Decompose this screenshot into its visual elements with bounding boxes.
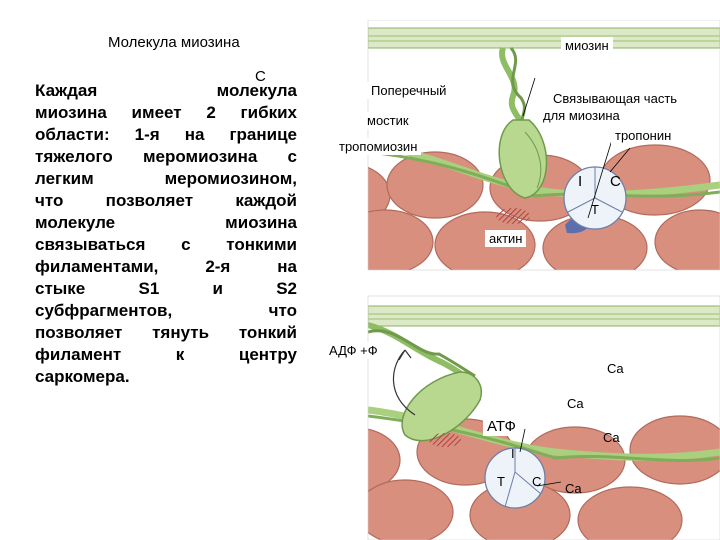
label-cross-bridge-2: мостик [363,112,413,129]
stray-letter: С [255,68,266,85]
myosin-filament [368,305,720,327]
actin-bead [629,415,720,485]
label-ca: Ca [565,481,582,496]
slide-title: Молекула миозина [108,34,240,51]
actin-bead [368,209,434,270]
paragraph-line: стыке S1 и S2 [35,279,297,298]
arrow-head [398,349,412,361]
top-panel [368,27,720,270]
myosin-binding-site [429,433,461,447]
label-ca: Ca [603,430,620,445]
label-binding-part: Связывающая часть [549,90,682,107]
troponin-divider [567,197,596,213]
paragraph-line: тяжелого меромиозина с [35,147,297,166]
label-troponin-i: I [511,446,515,461]
myosin-filament [368,27,720,49]
myosin-neck [368,329,476,378]
paragraph-line: легким меромиозином, [35,169,297,188]
paragraph-line: что позволяет каждой [35,191,297,210]
paragraph-line: филамент к центру [35,345,297,364]
leader-line [609,147,631,173]
label-ca: Ca [567,396,584,411]
label-troponin-c: C [532,474,542,489]
leader-line [536,481,562,487]
myosin-head-line [524,131,542,189]
tropomyosin-strand [368,150,720,198]
actin-bead [368,479,454,540]
myosin-head [498,119,548,199]
troponin-divider [514,471,542,495]
bottom-panel-frame [367,295,720,540]
paragraph-line: области: 1-я на границе [35,125,297,144]
label-actin: актин [485,230,527,247]
label-atp: АТФ [483,417,520,436]
label-troponin-t: T [497,474,505,489]
label-troponin-i: I [578,173,583,190]
leader-line [522,77,536,117]
bottom-panel [368,305,720,540]
troponin-divider [594,197,623,213]
paragraph-line: Каждая молекула [35,81,297,100]
label-cross-bridge: Поперечный [367,82,451,99]
paragraph-line: позволяет тянуть тонкий [35,323,297,342]
label-adp: АДФ +Ф [325,342,382,359]
actin-bead [368,428,401,492]
paragraph-line: миозина имеет 2 гибких [35,103,297,122]
paragraph-line: субфрагментов, что [35,301,297,320]
myosin-binding-site [496,208,530,224]
muscle-contraction-diagram: миозин Поперечный мостик тропомиозин Свя… [325,20,720,540]
label-tropomyosin: тропомиозин [335,138,422,155]
label-myosin: миозин [561,37,613,54]
actin-bead [577,486,683,540]
label-troponin-c: C [610,173,621,190]
troponin-divider [504,471,516,508]
leader-line [587,129,616,219]
label-binding-part-2: для миозина [539,107,624,124]
actin-bead [654,209,720,270]
adp-release-arrow [392,349,416,416]
paragraph-line: саркомера. [35,367,130,386]
label-troponin-t: T [591,202,599,217]
body-paragraph: Каждая молекула миозина имеет 2 гибких о… [35,80,297,388]
paragraph-line: филаментами, 2-я на [35,257,297,276]
paragraph-line: связываться с тонкими [35,235,297,254]
leader-line [519,428,526,453]
diagram-graphic [367,20,720,540]
label-troponin: тропонин [611,127,676,144]
paragraph-line: молекуле миозина [35,213,297,232]
label-ca: Ca [607,361,624,376]
myosin-neck [499,47,525,131]
